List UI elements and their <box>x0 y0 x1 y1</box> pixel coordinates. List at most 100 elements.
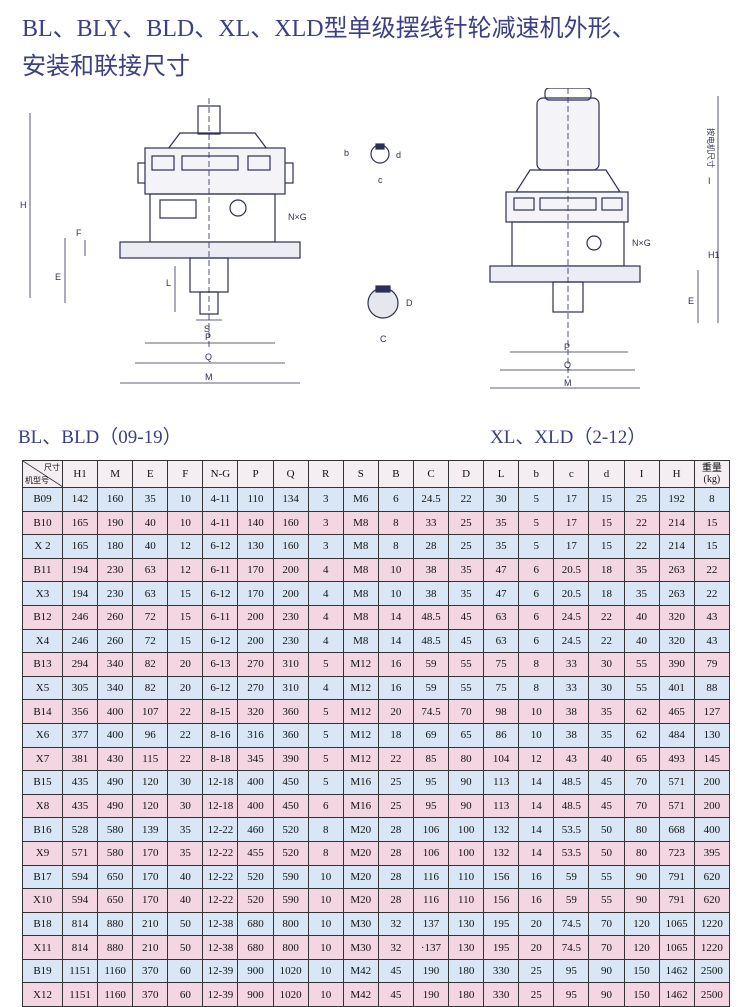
table-cell: 455 <box>237 840 274 866</box>
column-header: d <box>588 460 625 488</box>
table-cell: 194 <box>61 581 99 606</box>
table-cell: 170 <box>237 581 274 606</box>
xl-window-3 <box>601 197 623 211</box>
table-cell: 22 <box>588 628 625 654</box>
model-cell: B10 <box>22 510 63 536</box>
label-i: I <box>708 176 711 186</box>
table-cell: 490 <box>97 770 134 795</box>
table-cell: 14 <box>377 628 414 654</box>
table-cell: 22 <box>623 510 660 536</box>
label-p: P <box>205 332 211 342</box>
table-cell: 800 <box>272 911 309 937</box>
table-cell: 668 <box>658 817 695 842</box>
label-h: H <box>20 200 27 210</box>
table-cell: 35 <box>448 557 485 583</box>
table-cell: M16 <box>342 793 379 819</box>
table-cell: 70 <box>448 699 485 724</box>
table-cell: 120 <box>132 770 169 795</box>
table-cell: 12-22 <box>202 888 239 913</box>
table-cell: 107 <box>132 699 169 724</box>
column-header: c <box>553 460 590 488</box>
table-cell: 90 <box>448 793 485 819</box>
table-cell: 10 <box>307 911 344 937</box>
table-cell: 230 <box>272 628 309 654</box>
table-cell: 880 <box>97 935 134 960</box>
model-cell: X12 <box>22 982 63 1007</box>
table-cell: ·137 <box>412 935 450 960</box>
table-cell: 75 <box>483 675 520 701</box>
table-cell: 192 <box>658 487 695 512</box>
table-cell: 35 <box>588 722 625 748</box>
table-cell: 156 <box>483 864 520 890</box>
label-p-xl: P <box>564 342 570 352</box>
table-cell: 246 <box>61 604 99 630</box>
table-cell: 520 <box>272 817 309 842</box>
table-cell: 180 <box>448 982 485 1007</box>
table-cell: M8 <box>342 581 379 606</box>
table-cell: 115 <box>132 746 169 772</box>
table-cell: 1020 <box>272 982 309 1007</box>
table-cell: 20 <box>167 652 204 677</box>
table-cell: 1462 <box>658 982 695 1007</box>
model-cell: X3 <box>22 581 63 606</box>
table-cell: M8 <box>342 557 379 583</box>
label-c-small: c <box>378 175 383 185</box>
table-cell: 4 <box>307 628 344 654</box>
table-cell: 5 <box>307 699 344 724</box>
table-cell: 230 <box>97 581 134 606</box>
table-cell: 520 <box>272 840 309 866</box>
table-cell: 170 <box>132 888 169 913</box>
table-cell: 200 <box>237 628 274 654</box>
table-cell: 15 <box>693 534 731 559</box>
table-cell: 10 <box>167 510 204 536</box>
label-m-xl: M <box>564 378 572 388</box>
table-cell: 16 <box>377 652 414 677</box>
table-cell: 3 <box>307 510 344 536</box>
table-cell: 40 <box>623 628 660 654</box>
table-cell: 30 <box>483 487 520 512</box>
table-cell: 70 <box>623 770 660 795</box>
table-cell: 230 <box>97 557 134 583</box>
table-cell: 59 <box>412 675 450 701</box>
table-cell: 200 <box>272 581 309 606</box>
column-header: L <box>483 460 520 488</box>
label-l: L <box>166 278 171 288</box>
table-cell: 16 <box>377 675 414 701</box>
table-cell: 18 <box>377 722 414 748</box>
label-e-xl: E <box>688 296 694 306</box>
table-cell: 10 <box>518 722 555 748</box>
table-cell: 18 <box>588 581 625 606</box>
table-cell: 48.5 <box>412 628 450 654</box>
column-header: b <box>518 460 555 488</box>
table-cell: 8 <box>518 675 555 701</box>
table-cell: M20 <box>342 888 379 913</box>
table-cell: 395 <box>693 840 731 866</box>
column-header: F <box>167 460 204 488</box>
table-cell: 10 <box>307 935 344 960</box>
table-cell: 130 <box>237 534 274 559</box>
table-cell: 195 <box>483 911 520 937</box>
table-cell: 1020 <box>272 958 309 984</box>
bl-reducer-drawing: H E F L S P Q M N×G <box>20 98 307 384</box>
table-cell: 20 <box>167 675 204 701</box>
table-cell: 140 <box>237 510 274 536</box>
table-cell: 40 <box>588 746 625 772</box>
table-cell: 95 <box>412 793 450 819</box>
table-cell: 15 <box>167 581 204 606</box>
table-cell: 28 <box>412 534 450 559</box>
table-cell: 390 <box>658 652 695 677</box>
table-cell: M20 <box>342 840 379 866</box>
table-cell: 320 <box>658 628 695 654</box>
table-cell: 53.5 <box>553 817 590 842</box>
table-cell: 450 <box>272 793 309 819</box>
table-cell: 12 <box>167 557 204 583</box>
column-header: N-G <box>202 460 239 488</box>
table-cell: 160 <box>97 487 134 512</box>
table-cell: 86 <box>483 722 520 748</box>
table-cell: 43 <box>693 604 731 630</box>
table-cell: 145 <box>693 746 731 772</box>
